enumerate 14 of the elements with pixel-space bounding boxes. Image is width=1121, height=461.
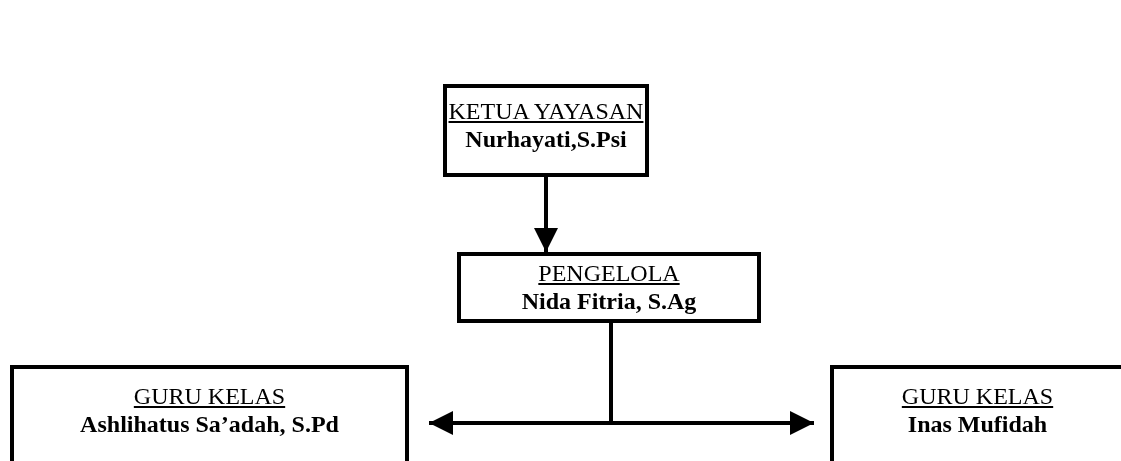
person-name: Inas Mufidah — [907, 410, 1048, 439]
person-name: Ashlihatus Sa’adah, S.Pd — [80, 410, 339, 439]
position-title: GURU KELAS — [901, 383, 1054, 411]
position-title: KETUA YAYASAN — [448, 98, 644, 126]
person-name: Nida Fitria, S.Ag — [521, 287, 697, 316]
arrow — [609, 323, 814, 435]
org-box — [443, 84, 649, 177]
position-title: PENGELOLA — [538, 259, 680, 288]
org-box — [10, 365, 409, 461]
arrow — [534, 177, 558, 252]
org-box — [830, 365, 1121, 461]
person-name: Nurhayati,S.Psi — [465, 125, 627, 154]
position-title: GURU KELAS — [133, 383, 286, 411]
org-box — [457, 252, 761, 323]
